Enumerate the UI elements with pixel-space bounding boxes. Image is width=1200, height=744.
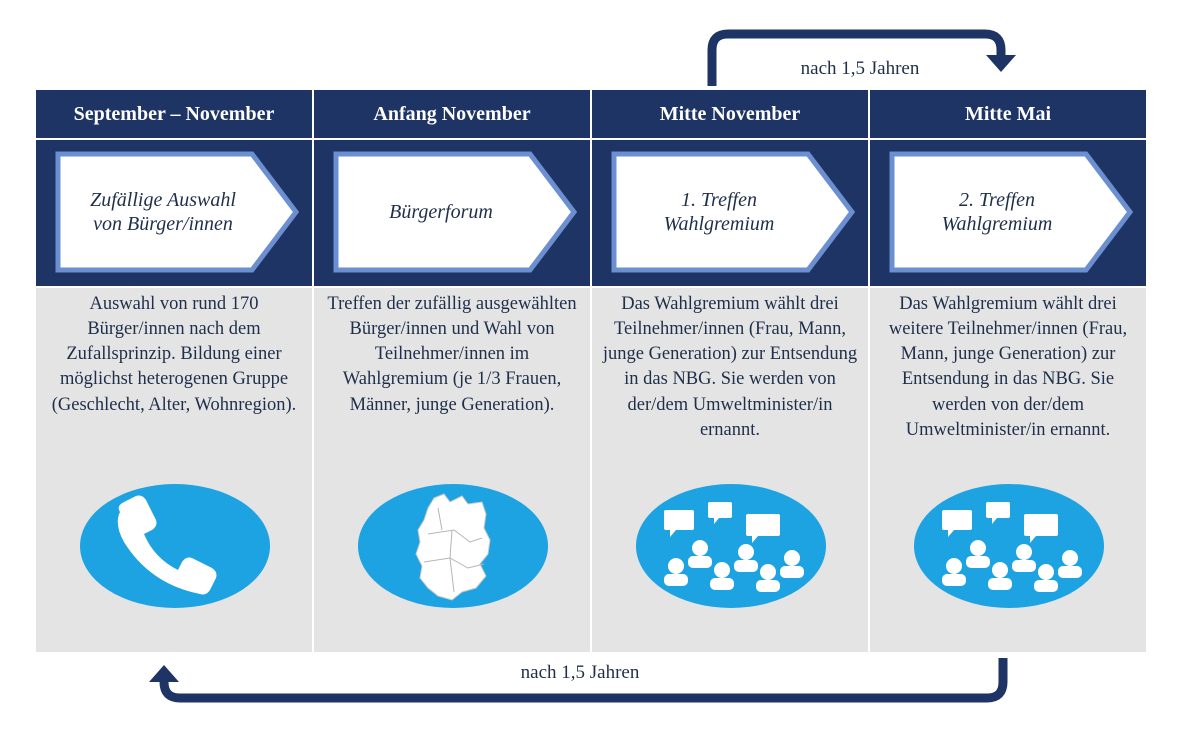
loop-top-label: nach 1,5 Jahren xyxy=(800,58,920,79)
loop-bottom-label: nach 1,5 Jahren xyxy=(520,662,640,683)
loop-arrow-bottom xyxy=(149,658,1008,703)
phone-icon xyxy=(80,484,270,608)
step-line-2: Wahlgremium xyxy=(941,213,1053,235)
pentagon-arrow-shape xyxy=(611,151,856,273)
step-line-1: Zufällige Auswahl xyxy=(90,189,236,211)
pentagon-arrow-shape xyxy=(55,151,300,273)
stage-description: Das Wahlgremium wählt drei weitere Teiln… xyxy=(888,294,1128,440)
stage-description: Das Wahlgremium wählt drei Teilnehmer/in… xyxy=(602,294,858,440)
stage-description: Treffen der zufällig ausgewählten Bürger… xyxy=(327,294,577,415)
stage-body: Treffen der zufällig ausgewählten Bürger… xyxy=(314,288,590,652)
step-line-1: Bürgerforum xyxy=(389,201,493,223)
stage-header: Anfang November xyxy=(314,90,590,138)
stage-banner: Bürgerforum xyxy=(314,140,590,286)
step-line-2: Wahlgremium xyxy=(663,213,775,235)
stage-header: Mitte Mai xyxy=(870,90,1146,138)
step-line-1: 2. Treffen xyxy=(959,189,1035,211)
group-discussion-icon xyxy=(636,484,826,608)
pentagon-arrow-shape xyxy=(889,151,1134,273)
stage-header: Mitte November xyxy=(592,90,868,138)
loop-arrow-top xyxy=(707,29,1016,86)
step-line-1: 1. Treffen xyxy=(681,189,757,211)
group-discussion-icon xyxy=(914,484,1104,608)
germany-map-icon xyxy=(358,484,548,608)
stage-body: Das Wahlgremium wählt drei weitere Teiln… xyxy=(870,288,1146,652)
step-line-2: von Bürger/innen xyxy=(93,213,233,235)
stage-column-2: Anfang November Bürgerforum Treffen der … xyxy=(314,90,590,652)
stage-step-label: Bürgerforum xyxy=(336,154,546,270)
stage-description: Auswahl von rund 170 Bürger/innen nach d… xyxy=(51,294,297,415)
stage-header: September – November xyxy=(36,90,312,138)
stage-body: Auswahl von rund 170 Bürger/innen nach d… xyxy=(36,288,312,652)
stage-body: Das Wahlgremium wählt drei Teilnehmer/in… xyxy=(592,288,868,652)
pentagon-arrow-shape xyxy=(333,151,578,273)
